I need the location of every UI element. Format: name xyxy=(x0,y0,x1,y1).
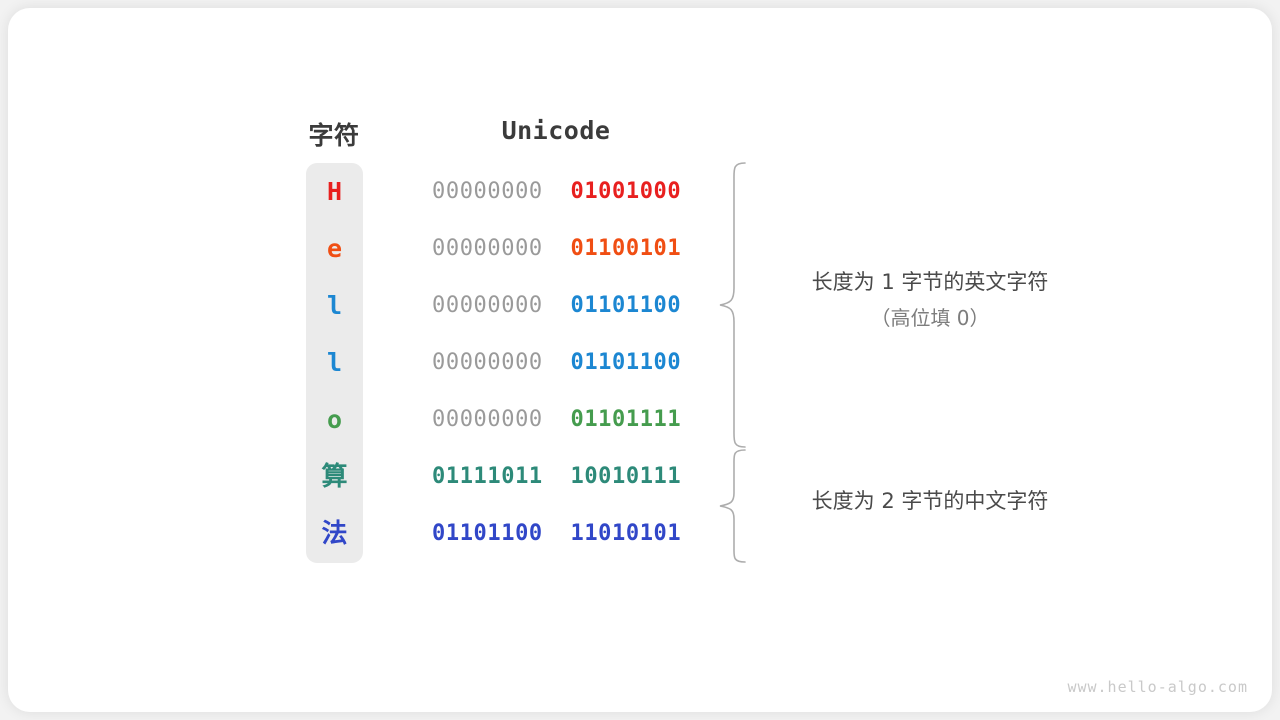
character-cell: l xyxy=(326,291,343,320)
unicode-bits-cell: 00000000 01001000 xyxy=(432,170,692,214)
unicode-bits-cell: 00000000 01100101 xyxy=(432,227,692,271)
character-cell: H xyxy=(326,177,343,206)
unicode-low-byte: 01101111 xyxy=(570,407,682,432)
character-column-background xyxy=(306,163,363,563)
unicode-low-byte: 10010111 xyxy=(570,464,682,489)
unicode-bits-cell: 00000000 01101100 xyxy=(432,284,692,328)
unicode-bits-cell: 00000000 01101100 xyxy=(432,341,692,385)
unicode-high-byte: 00000000 xyxy=(432,293,543,318)
annotation-one-byte: 长度为 1 字节的英文字符 （高位填 0） xyxy=(780,264,1080,336)
unicode-high-byte: 00000000 xyxy=(432,179,543,204)
character-cell: e xyxy=(326,234,343,263)
watermark: www.hello-algo.com xyxy=(1067,678,1248,696)
unicode-high-byte: 01101100 xyxy=(432,521,543,546)
diagram-card xyxy=(8,8,1272,712)
unicode-low-byte: 01101100 xyxy=(570,293,682,318)
column-header-character: 字符 xyxy=(308,121,360,150)
unicode-bits-cell: 00000000 01101111 xyxy=(432,398,692,442)
column-header-unicode: Unicode xyxy=(501,116,611,145)
unicode-low-byte: 11010101 xyxy=(570,521,682,546)
annotation-two-byte: 长度为 2 字节的中文字符 xyxy=(780,483,1080,519)
annotation-one-byte-main: 长度为 1 字节的英文字符 xyxy=(811,270,1049,294)
unicode-high-byte: 01111011 xyxy=(432,464,543,489)
character-cell: 算 xyxy=(321,462,348,492)
character-cell: l xyxy=(326,348,343,377)
character-cell: o xyxy=(326,405,343,434)
annotation-one-byte-sub: （高位填 0） xyxy=(870,306,990,330)
character-cell: 法 xyxy=(321,519,348,549)
brace-one-byte xyxy=(719,162,746,448)
unicode-low-byte: 01001000 xyxy=(570,179,682,204)
unicode-high-byte: 00000000 xyxy=(432,236,543,261)
annotation-two-byte-main: 长度为 2 字节的中文字符 xyxy=(811,489,1049,513)
unicode-high-byte: 00000000 xyxy=(432,350,543,375)
unicode-low-byte: 01101100 xyxy=(570,350,682,375)
unicode-high-byte: 00000000 xyxy=(432,407,543,432)
brace-two-byte xyxy=(719,449,746,563)
unicode-bits-cell: 01101100 11010101 xyxy=(432,512,692,556)
unicode-bits-cell: 01111011 10010111 xyxy=(432,455,692,499)
unicode-low-byte: 01100101 xyxy=(570,236,682,261)
